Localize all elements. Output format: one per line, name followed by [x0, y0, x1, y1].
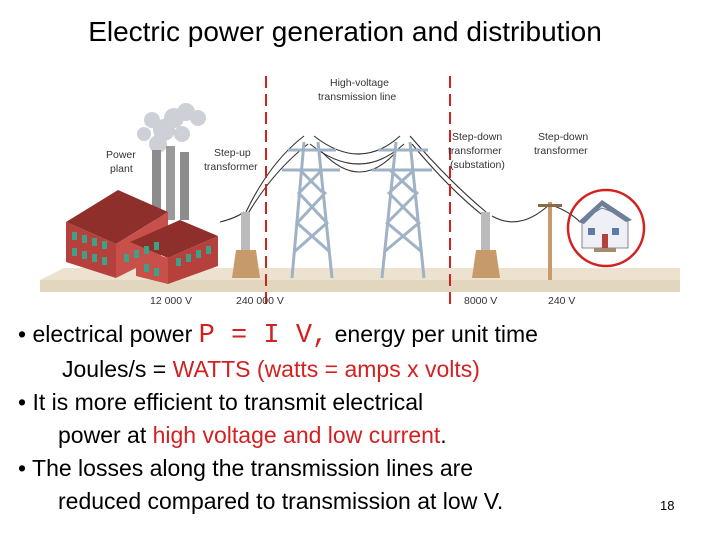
smoke: [137, 103, 206, 153]
page-number: 18: [660, 498, 675, 513]
bullet-1-line-1: • electrical power P = I V, energy per u…: [18, 318, 658, 353]
step-up-transformer: [232, 212, 260, 278]
label-step-down-2: transformer: [534, 145, 588, 157]
bullet-2-line-2: power at high voltage and low current.: [18, 419, 658, 452]
diagram-svg: Power plant Step-up transformer High-vol…: [40, 76, 680, 307]
house: [578, 200, 632, 252]
bullet-1-suffix: energy per unit time: [328, 321, 538, 347]
power-formula: P = I V,: [198, 321, 329, 351]
bullet-list: • electrical power P = I V, energy per u…: [18, 318, 658, 518]
label-power-plant-1: Power: [106, 149, 136, 161]
label-hv-line-2: transmission line: [318, 91, 396, 103]
bullet-3-line-2: reduced compared to transmission at low …: [58, 488, 504, 514]
label-substation-3: (substation): [450, 159, 505, 171]
power-plant: [66, 190, 218, 284]
voltage-label-2: 240 000 V: [236, 295, 284, 307]
ground: [40, 280, 680, 292]
house-highlight-circle: [566, 188, 646, 268]
watts-definition: WATTS (watts = amps x volts): [172, 356, 480, 382]
voltage-label-1: 12 000 V: [150, 295, 192, 307]
bullet-2-period: .: [440, 422, 447, 448]
utility-pole: [538, 202, 562, 280]
bullet-1-line-2: Joules/s = WATTS (watts = amps x volts): [18, 353, 658, 386]
joules-per-second: Joules/s =: [62, 356, 173, 382]
voltage-label-3: 8000 V: [464, 295, 497, 307]
smokestack-2: [166, 146, 175, 220]
smokestack-3: [180, 152, 189, 220]
label-power-plant-2: plant: [110, 163, 133, 175]
label-step-up-1: Step-up: [214, 147, 251, 159]
power-distribution-diagram: Power plant Step-up transformer High-vol…: [40, 72, 680, 312]
slide-title: Electric power generation and distributi…: [88, 16, 602, 47]
bullet-2-line-1: • It is more efficient to transmit elect…: [18, 389, 424, 415]
label-step-up-2: transformer: [204, 161, 258, 173]
smokestack-1: [152, 150, 161, 220]
label-substation-2: transformer: [448, 145, 502, 157]
label-hv-line-1: High-voltage: [330, 77, 389, 89]
voltage-label-4: 240 V: [548, 295, 575, 307]
substation-transformer: [472, 212, 500, 278]
high-voltage-low-current: high voltage and low current: [152, 422, 441, 448]
bullet-2-text-a: power at: [58, 422, 153, 448]
label-substation-1: Step-down: [452, 131, 502, 143]
bullet-3-line-1: • The losses along the transmission line…: [18, 455, 474, 481]
label-step-down-1: Step-down: [538, 131, 588, 143]
transmission-tower-1: [282, 141, 340, 279]
bullet-1-prefix: • electrical power: [18, 321, 199, 347]
transmission-tower-2: [372, 141, 432, 279]
